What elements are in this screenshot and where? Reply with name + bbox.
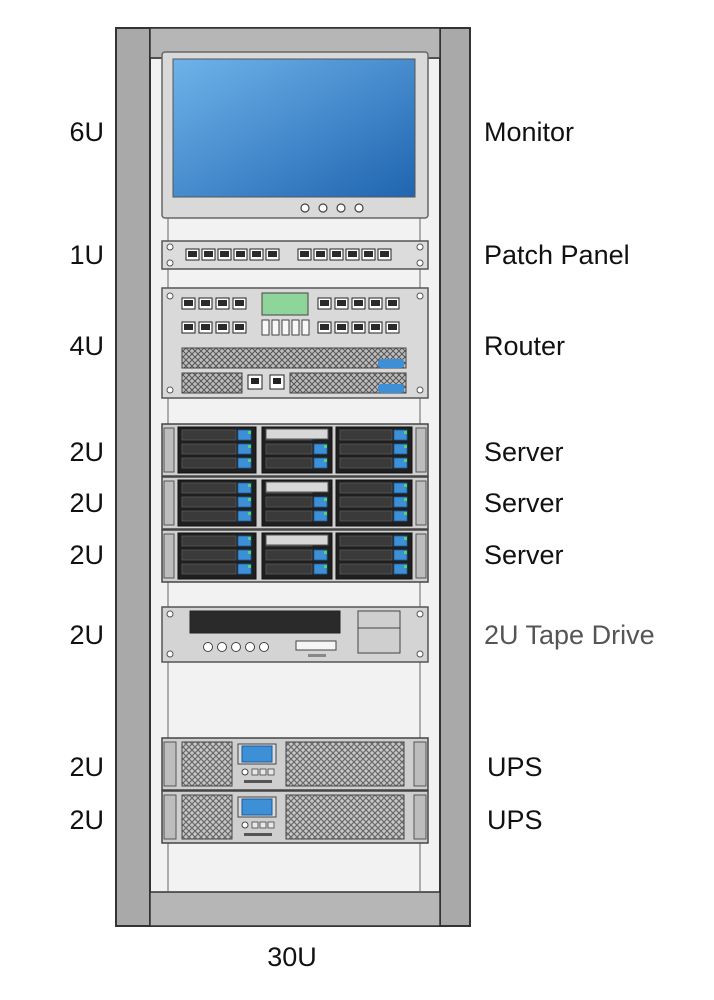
router-device — [161, 287, 429, 399]
units-label-tape-drive: 2U — [69, 620, 104, 650]
units-label-server-1: 2U — [69, 437, 104, 467]
server-device — [161, 423, 429, 477]
tape-drive-device — [161, 606, 429, 663]
device-label-patch-panel: Patch Panel — [484, 240, 630, 270]
device-label-monitor: Monitor — [484, 117, 575, 147]
device-label-tape-drive: 2U Tape Drive — [484, 620, 655, 650]
ups-device — [161, 790, 429, 844]
device-label-ups-1: UPS — [487, 752, 543, 782]
server-device — [161, 476, 429, 530]
device-label-server-2: Server — [484, 488, 564, 518]
units-label-monitor: 6U — [69, 117, 104, 147]
ups-device — [161, 737, 429, 791]
units-label-ups-1: 2U — [69, 752, 104, 782]
patch-panel-device — [161, 240, 429, 270]
server-device — [161, 529, 429, 583]
rack-total-units-label: 30U — [267, 942, 317, 972]
units-label-patch-panel: 1U — [69, 240, 104, 270]
units-label-router: 4U — [69, 331, 104, 361]
units-label-server-3: 2U — [69, 540, 104, 570]
device-label-server-3: Server — [484, 540, 564, 570]
device-label-router: Router — [484, 331, 566, 361]
device-label-ups-2: UPS — [487, 805, 543, 835]
device-label-server-1: Server — [484, 437, 564, 467]
monitor-device — [161, 51, 429, 219]
units-label-ups-2: 2U — [69, 805, 104, 835]
units-label-server-2: 2U — [69, 488, 104, 518]
